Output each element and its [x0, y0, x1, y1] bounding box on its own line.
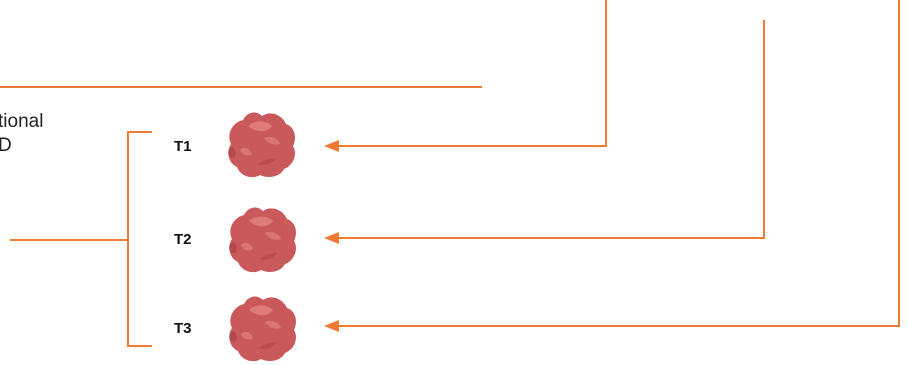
cut-off-label-line-2: D — [0, 135, 12, 157]
tumor-label-t1: T1 — [174, 138, 192, 155]
t1-return-connector — [338, 0, 606, 146]
tumor-icon — [229, 208, 296, 273]
tumor-icon — [229, 297, 296, 362]
cut-off-label-line-1: tional — [0, 111, 43, 133]
tumor-label-t2: T2 — [174, 231, 192, 248]
t3-arrowhead-icon — [324, 320, 339, 332]
tumor-label-t3: T3 — [174, 320, 192, 337]
t1-arrowhead-icon — [324, 140, 339, 152]
tumor-icon — [228, 113, 295, 178]
t3-return-connector — [338, 0, 899, 326]
tumor-bracket — [128, 132, 152, 346]
t2-return-connector — [338, 20, 764, 238]
t2-arrowhead-icon — [324, 232, 339, 244]
